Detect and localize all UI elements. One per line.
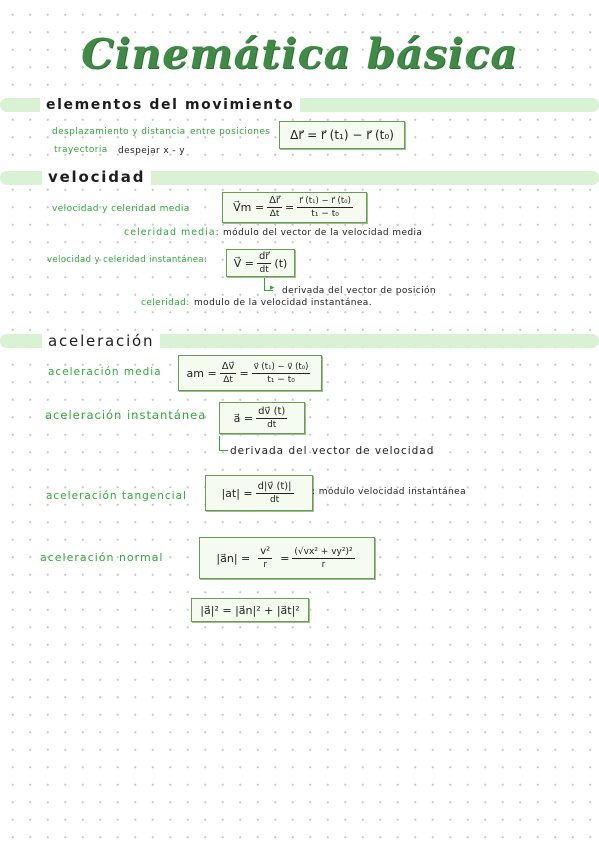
velocidad-media-fraction-1: Δr⃗ Δt <box>267 195 283 219</box>
velocidad-media-lhs: V⃗m = <box>233 201 265 214</box>
aceleracion-media-lhs: am = <box>186 366 217 380</box>
section-heading-elementos: elementos del movimiento <box>40 96 301 114</box>
aceleracion-instantanea-formula-box: a⃗ = dv⃗ (t) dt <box>219 402 305 434</box>
aceleracion-tangencial-label: aceleración tangencial <box>46 490 187 502</box>
section-heading-aceleracion: aceleración <box>42 332 161 350</box>
aceleracion-media-formula-box: am = Δv⃗ Δt = v⃗ (t₁) − v⃗ (t₀) t₁ − t₀ <box>178 355 322 391</box>
desplazamiento-formula: Δr⃗ = r⃗ (t₁) − r⃗ (t₀) <box>290 128 394 142</box>
desplazamiento-label: desplazamiento y distancia <box>52 127 186 137</box>
velocidad-instantanea-rhs: (t) <box>274 256 288 270</box>
aceleracion-media-label: aceleración media <box>48 366 162 378</box>
velocidad-instantanea-formula-box: V⃗ = dr⃗ dt (t) <box>226 249 295 277</box>
trayectoria-note: despejar x - y <box>118 146 185 156</box>
aceleracion-total-formula: |a⃗|² = |a⃗n|² + |a⃗t|² <box>200 603 300 617</box>
aceleracion-derivada-text: derivada del vector de velocidad <box>230 445 435 457</box>
aceleracion-total-formula-box: |a⃗|² = |a⃗n|² + |a⃗t|² <box>191 598 309 622</box>
aceleracion-instantanea-fraction: dv⃗ (t) dt <box>256 405 288 430</box>
desplazamiento-suffix: entre posiciones <box>190 127 271 137</box>
velocidad-derivada-arrow <box>264 278 273 291</box>
page-title: Cinemática básica <box>81 30 518 78</box>
velocidad-media-formula-box: V⃗m = Δr⃗ Δt = r⃗ (t₁) − r⃗ (t₀) t₁ − t₀ <box>222 192 367 223</box>
aceleracion-instantanea-label: aceleración instantánea <box>45 408 207 422</box>
section-heading-velocidad: velocidad <box>42 168 152 186</box>
aceleracion-normal-lhs: |a⃗n| = <box>216 551 251 565</box>
velocidad-media-label: velocidad y celeridad media <box>52 204 190 214</box>
trayectoria-label: trayectoria <box>54 145 108 155</box>
velocidad-media-fraction-2: r⃗ (t₁) − r⃗ (t₀) t₁ − t₀ <box>297 196 353 219</box>
aceleracion-media-fraction-2: v⃗ (t₁) − v⃗ (t₀) t₁ − t₀ <box>251 361 311 385</box>
aceleracion-instantanea-lhs: a⃗ = <box>233 411 254 425</box>
velocidad-instantanea-fraction: dr⃗ dt <box>256 250 272 275</box>
aceleracion-tangencial-note: : módulo velocidad instantánea <box>312 487 467 497</box>
aceleracion-normal-equals: = <box>280 551 290 565</box>
aceleracion-derivada-arrow <box>219 436 228 451</box>
aceleracion-normal-label: aceleración normal <box>40 551 164 564</box>
celeridad-text: modulo de la velocidad instantánea. <box>194 298 372 308</box>
celeridad-label: celeridad: <box>141 298 190 308</box>
aceleracion-tangencial-lhs: |at| = <box>221 486 253 500</box>
velocidad-derivada-arrowhead-icon: ▸ <box>270 283 275 293</box>
aceleracion-normal-fraction-1: v² r <box>258 545 273 570</box>
velocidad-instantanea-lhs: V⃗ = <box>233 256 254 270</box>
desplazamiento-formula-box: Δr⃗ = r⃗ (t₁) − r⃗ (t₀) <box>279 121 405 149</box>
aceleracion-tangencial-formula-box: |at| = d|v⃗ (t)| dt <box>205 475 313 511</box>
aceleracion-normal-fraction-2: (√vx² + vy²)² r <box>292 546 355 570</box>
celeridad-media-text: módulo del vector de la velocidad media <box>223 228 423 238</box>
aceleracion-normal-formula-box: |a⃗n| = v² r = (√vx² + vy²)² r <box>199 537 375 579</box>
aceleracion-media-fraction-1: Δv⃗ Δt <box>219 360 237 385</box>
velocidad-instantanea-label: velocidad y celeridad instantánea: <box>47 255 208 265</box>
aceleracion-tangencial-fraction: d|v⃗ (t)| dt <box>255 480 294 505</box>
celeridad-media-label: celeridad media: <box>124 227 220 238</box>
velocidad-derivada-text: derivada del vector de posición <box>282 286 436 296</box>
velocidad-media-equals: = <box>285 201 295 214</box>
aceleracion-media-equals: = <box>239 366 249 380</box>
